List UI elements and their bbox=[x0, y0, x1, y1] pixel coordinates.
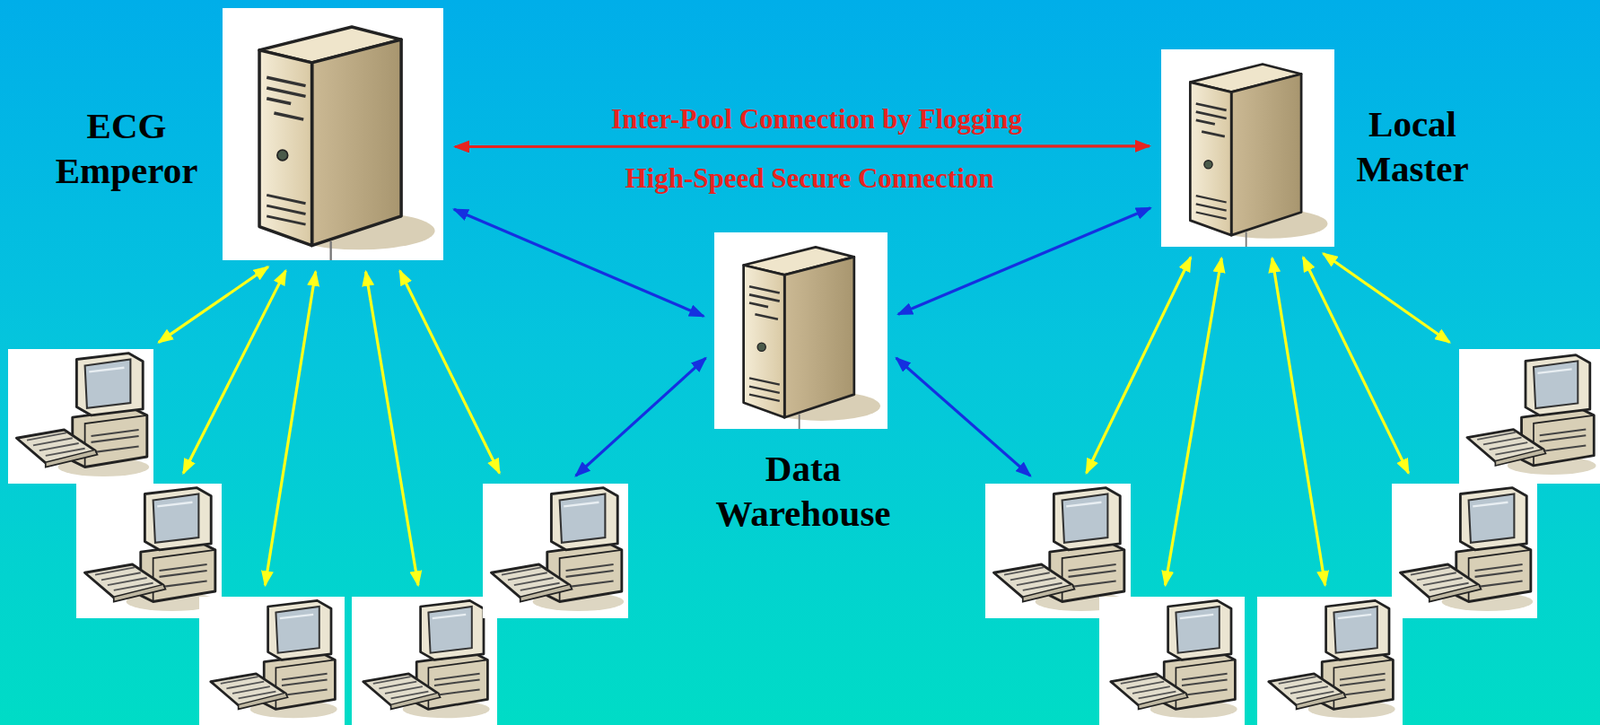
connector-arrow bbox=[454, 144, 1150, 149]
connector-arrow bbox=[1086, 257, 1191, 474]
computer-icon bbox=[8, 349, 154, 484]
server-icon bbox=[222, 8, 444, 261]
workstation bbox=[351, 596, 498, 725]
connection-label: Inter-Pool Connection by Flogging bbox=[611, 103, 1023, 136]
workstation bbox=[1459, 349, 1600, 484]
computer-icon bbox=[1257, 596, 1403, 725]
workstation bbox=[1391, 483, 1538, 619]
workstation bbox=[482, 483, 629, 619]
workstation bbox=[8, 349, 154, 484]
computer-icon bbox=[482, 483, 629, 619]
computer-icon bbox=[1391, 483, 1538, 619]
connector-arrow bbox=[1323, 253, 1451, 343]
connector-arrow bbox=[896, 358, 1031, 476]
connector-arrow bbox=[158, 266, 269, 342]
server-box: Local Master bbox=[1161, 49, 1335, 247]
connector-arrow bbox=[366, 271, 419, 586]
connection-label: High-Speed Secure Connection bbox=[624, 162, 994, 195]
workstation bbox=[199, 596, 345, 725]
server-label: Local Master bbox=[1340, 101, 1485, 192]
server-label: ECG Emperor bbox=[46, 103, 207, 193]
connector-arrow bbox=[1302, 257, 1408, 474]
computer-icon bbox=[1099, 596, 1245, 725]
connector-arrow bbox=[400, 271, 500, 474]
connector-arrow bbox=[1272, 258, 1326, 586]
server-box: ECG Emperor bbox=[222, 8, 444, 261]
computer-icon bbox=[1459, 349, 1600, 484]
server-label: Data Warehouse bbox=[697, 445, 910, 536]
connector-arrow bbox=[1165, 258, 1223, 586]
connector-arrow bbox=[183, 271, 286, 474]
server-icon bbox=[714, 232, 888, 429]
connector-arrow bbox=[898, 208, 1151, 315]
connector-arrow bbox=[264, 271, 315, 586]
server-box: Data Warehouse bbox=[714, 232, 888, 429]
workstation bbox=[1099, 596, 1245, 725]
connector-arrow bbox=[576, 358, 707, 476]
workstation bbox=[1257, 596, 1403, 725]
connector-arrow bbox=[454, 209, 704, 316]
computer-icon bbox=[351, 596, 498, 725]
computer-icon bbox=[199, 596, 345, 725]
server-icon bbox=[1161, 49, 1335, 247]
